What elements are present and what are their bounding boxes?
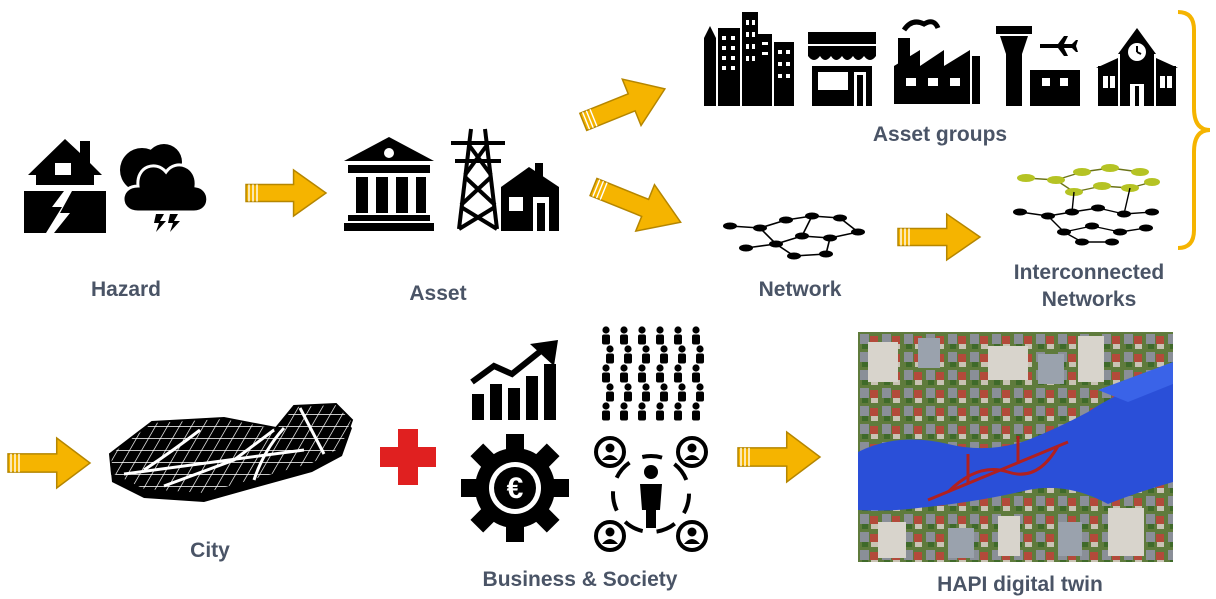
person-icon [620,364,628,383]
crowd-icon [602,326,704,421]
person-icon [624,345,632,364]
arrow-asset-to-network [589,177,682,233]
person-icon [674,402,682,421]
layered-network-icon [1013,164,1160,246]
person-icon [678,345,686,364]
person-icon [660,383,668,402]
person-icon [678,383,686,402]
city-simulation-image [858,332,1173,562]
label-interconnected: Interconnected [1013,261,1165,284]
network-graph-icon [723,212,865,260]
school-icon [1096,28,1178,106]
svg-text:€: € [507,472,524,505]
person-icon [692,402,700,421]
plus-icon [380,429,436,485]
person-icon [638,326,646,345]
euro-gear-icon: € [461,434,569,542]
bank-building-icon [344,137,434,231]
storm-cloud-icon [120,144,210,232]
power-pylon-house-icon [451,128,559,231]
house-earthquake-icon [24,139,106,233]
person-icon [656,364,664,383]
person-icon [638,364,646,383]
person-icon [606,345,614,364]
label-hazard: Hazard [90,278,162,301]
label-asset: Asset [409,282,467,305]
person-icon [656,402,664,421]
airport-icon [996,26,1080,106]
person-icon [638,402,646,421]
factory-icon [894,19,980,104]
label-digital-twin: HAPI digital twin [937,573,1103,596]
shop-icon [808,32,876,106]
arrow-hazard-to-asset [245,168,328,218]
person-icon [620,326,628,345]
social-network-icon [594,436,708,552]
person-icon [602,326,610,345]
arrow-to-digital-twin [737,430,822,484]
person-icon [642,383,650,402]
person-icon [696,345,704,364]
person-icon [624,383,632,402]
person-icon [696,383,704,402]
arrow-into-city [7,436,92,490]
grouping-brace [1177,10,1211,250]
label-asset-groups: Asset groups [872,123,1008,146]
arrow-network-to-interconnected [897,212,982,262]
person-icon [620,402,628,421]
person-icon [606,383,614,402]
person-icon [602,402,610,421]
city-skyline-icon [704,12,794,106]
label-network: Network [758,278,842,301]
person-icon [674,326,682,345]
label-business-society: Business & Society [482,568,678,591]
person-icon [692,364,700,383]
label-networks: Networks [1041,288,1137,311]
person-icon [642,345,650,364]
person-icon [656,326,664,345]
person-icon [692,326,700,345]
arrow-asset-to-groups [578,78,667,132]
label-city: City [190,539,230,562]
city-grid-map-icon [108,402,354,502]
growth-chart-icon [470,340,558,420]
person-icon [674,364,682,383]
person-icon [660,345,668,364]
person-icon [602,364,610,383]
